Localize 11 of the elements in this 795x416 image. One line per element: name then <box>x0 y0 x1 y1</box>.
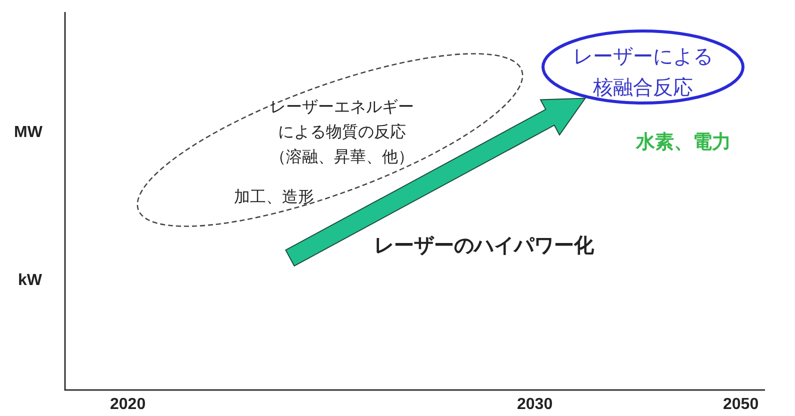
dashed-ellipse <box>136 53 524 227</box>
axis-unit-label: kW <box>18 272 42 290</box>
axis-unit-label: MW <box>14 124 42 142</box>
beside-text: 水素、電力 <box>636 130 732 155</box>
year-label: 2020 <box>110 396 146 414</box>
node-text: レーザーによる核融合反応 <box>573 43 713 101</box>
year-label: 2050 <box>723 396 759 414</box>
node-text: レーザーエネルギーによる物質の反応（溶融、昇華、他） <box>269 96 415 168</box>
node-text: 加工、造形 <box>234 186 315 208</box>
arrow <box>285 98 586 267</box>
year-label: 2030 <box>517 396 553 414</box>
